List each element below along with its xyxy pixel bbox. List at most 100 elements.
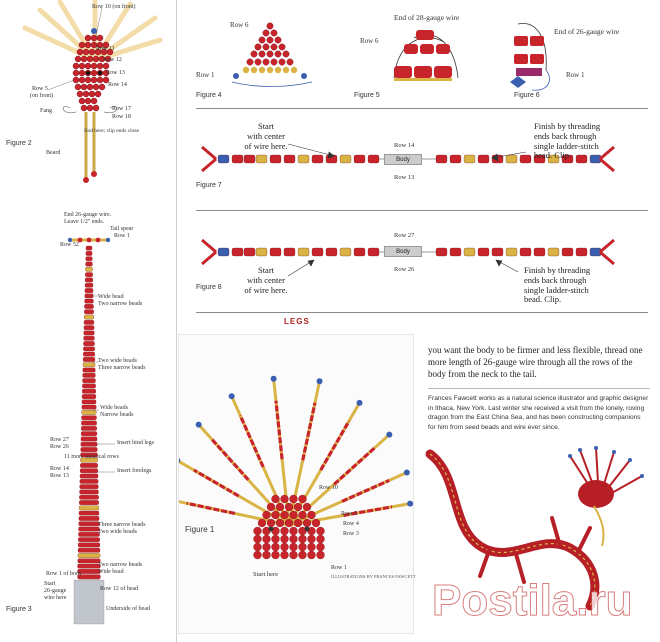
body-row-bead [79, 489, 99, 495]
leg-bead [367, 247, 380, 257]
body-row-bead [78, 510, 100, 516]
body-row-bead [78, 521, 100, 527]
body-row-bead [81, 399, 97, 405]
label-insert-forelegs: Insert forelegs [117, 468, 152, 474]
label-fang: Fang [40, 108, 52, 114]
body-row-bead [79, 494, 99, 500]
label-tail-spear: Tail spear [110, 226, 134, 232]
head-bead [316, 542, 325, 552]
leg-bead [353, 154, 366, 164]
head-bead [280, 526, 289, 536]
head-bead [289, 510, 298, 520]
head-bead [271, 510, 280, 520]
head-bead [307, 534, 316, 544]
leg-bead [353, 247, 366, 257]
toe [599, 238, 615, 254]
leg-bead [217, 154, 230, 164]
label-leave-ends: Leave 1/2" ends. [64, 219, 105, 225]
body-row-bead [78, 526, 100, 532]
head-bead [289, 542, 298, 552]
leg-bead [575, 247, 588, 257]
leg-bead [505, 154, 518, 164]
body-row-bead [81, 415, 97, 421]
fig1-row5: Row 5 [341, 511, 357, 517]
head-bead [293, 502, 303, 512]
fan-spoke-red [319, 420, 351, 471]
leg-bead [547, 154, 560, 164]
dragon-photo: Postila.ru [420, 436, 656, 636]
head-bead [289, 494, 298, 504]
head-bead [284, 502, 294, 512]
column-divider [176, 0, 177, 642]
label-row12: Row 12 [103, 57, 122, 63]
fan-spoke-red [341, 478, 390, 503]
figure-3-beads [77, 245, 101, 585]
body-row-bead [80, 436, 98, 442]
leg-bead [297, 247, 310, 257]
leg-bead [519, 247, 532, 257]
leg-bead [311, 247, 324, 257]
fan-spoke-red [343, 505, 393, 517]
figure-7-leg-beads [201, 145, 615, 173]
head-bead [289, 550, 298, 560]
figure-5: End of 28-gauge wire Row 6 Figure 5 [354, 8, 494, 104]
fan-spoke-red [274, 400, 284, 460]
figure-8-leg-beads [201, 238, 615, 266]
body-row-bead [79, 500, 99, 505]
label-start: Start [44, 581, 56, 587]
figure-2-caption: Figure 2 [6, 140, 32, 147]
fan-spoke-red [211, 438, 250, 481]
fig7-row-bottom: Row 13 [394, 174, 415, 181]
body-row-bead [85, 267, 93, 272]
head-bead [271, 494, 280, 504]
leg-bead [243, 247, 256, 257]
leg-bead [561, 247, 574, 257]
fig4-row6: Row 6 [230, 21, 249, 29]
body-row-bead [80, 441, 98, 447]
head-bead [266, 518, 276, 528]
label-row17: Row 17 [112, 106, 131, 112]
body-row-bead [83, 341, 95, 346]
body-row-bead [85, 272, 93, 277]
fan-tip-bead [270, 375, 277, 382]
head-bead [253, 542, 262, 552]
body-row-bead [85, 251, 93, 256]
body-row-bead [84, 288, 94, 293]
body-row-bead [84, 304, 94, 309]
figure-6: End of 26-gauge wire Row 1 Figure 6 [508, 10, 658, 104]
figure-1-head-beads [253, 494, 325, 560]
label-row13: Row 13 [50, 473, 69, 479]
toe [201, 145, 217, 161]
body-row-bead [81, 420, 97, 426]
body-row-bead [79, 479, 99, 484]
body-row-bead [84, 309, 94, 315]
head-bead [298, 542, 307, 552]
fan-spoke-red [186, 501, 236, 516]
label-row52: Row 52 [60, 242, 79, 248]
body-row-bead [83, 330, 95, 336]
fan-tip-bead [356, 399, 363, 406]
figure-7-body-box: Body [384, 154, 422, 165]
rule-3 [196, 312, 648, 313]
body-row-bead [79, 484, 99, 489]
fig1-row4: Row 4 [343, 521, 359, 527]
head-bead [289, 534, 298, 544]
body-row-bead [82, 373, 96, 378]
head-bead [298, 510, 307, 520]
figure-3-drawing [67, 237, 115, 625]
toe [599, 157, 615, 173]
leg-bead [533, 154, 546, 164]
figure-1-caption: Figure 1 [185, 525, 215, 534]
figure-6-caption: Figure 6 [514, 92, 540, 99]
fig6-row1: Row 1 [566, 71, 585, 79]
head-bead [257, 518, 267, 528]
leg-bead [339, 247, 352, 257]
text-divider [428, 388, 650, 389]
label-end-here: End here; clip ends close [84, 128, 139, 134]
body-row-bead [82, 367, 96, 373]
body-row-bead [82, 362, 96, 368]
body-row-bead [84, 314, 94, 320]
head-bead [266, 502, 276, 512]
